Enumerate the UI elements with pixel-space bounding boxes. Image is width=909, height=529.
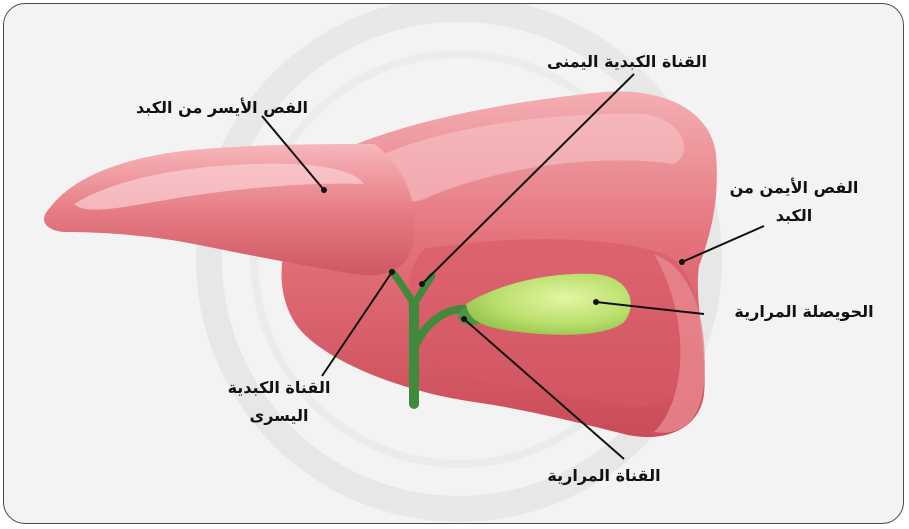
liver-illustration [4, 4, 903, 523]
label-gallbladder: الحويصلة المرارية [704, 298, 904, 326]
label-right-hepatic-duct: القناة الكبدية اليمنى [522, 48, 732, 76]
label-right-lobe: الفص الأيمن من الكبد [714, 174, 874, 230]
label-cystic-duct: القناة المرارية [514, 462, 694, 490]
diagram-frame: الفص الأيسر من الكبد القناة الكبدية اليم… [3, 3, 904, 524]
label-right-lobe-line2: الكبد [714, 202, 874, 230]
label-left-lobe: الفص الأيسر من الكبد [122, 94, 322, 122]
left-lobe-shape [44, 144, 415, 275]
label-left-hepatic-duct-line2: اليسرى [204, 402, 354, 430]
label-left-hepatic-duct-line1: القناة الكبدية [204, 374, 354, 402]
label-left-hepatic-duct: القناة الكبدية اليسرى [204, 374, 354, 430]
label-right-lobe-line1: الفص الأيمن من [714, 174, 874, 202]
